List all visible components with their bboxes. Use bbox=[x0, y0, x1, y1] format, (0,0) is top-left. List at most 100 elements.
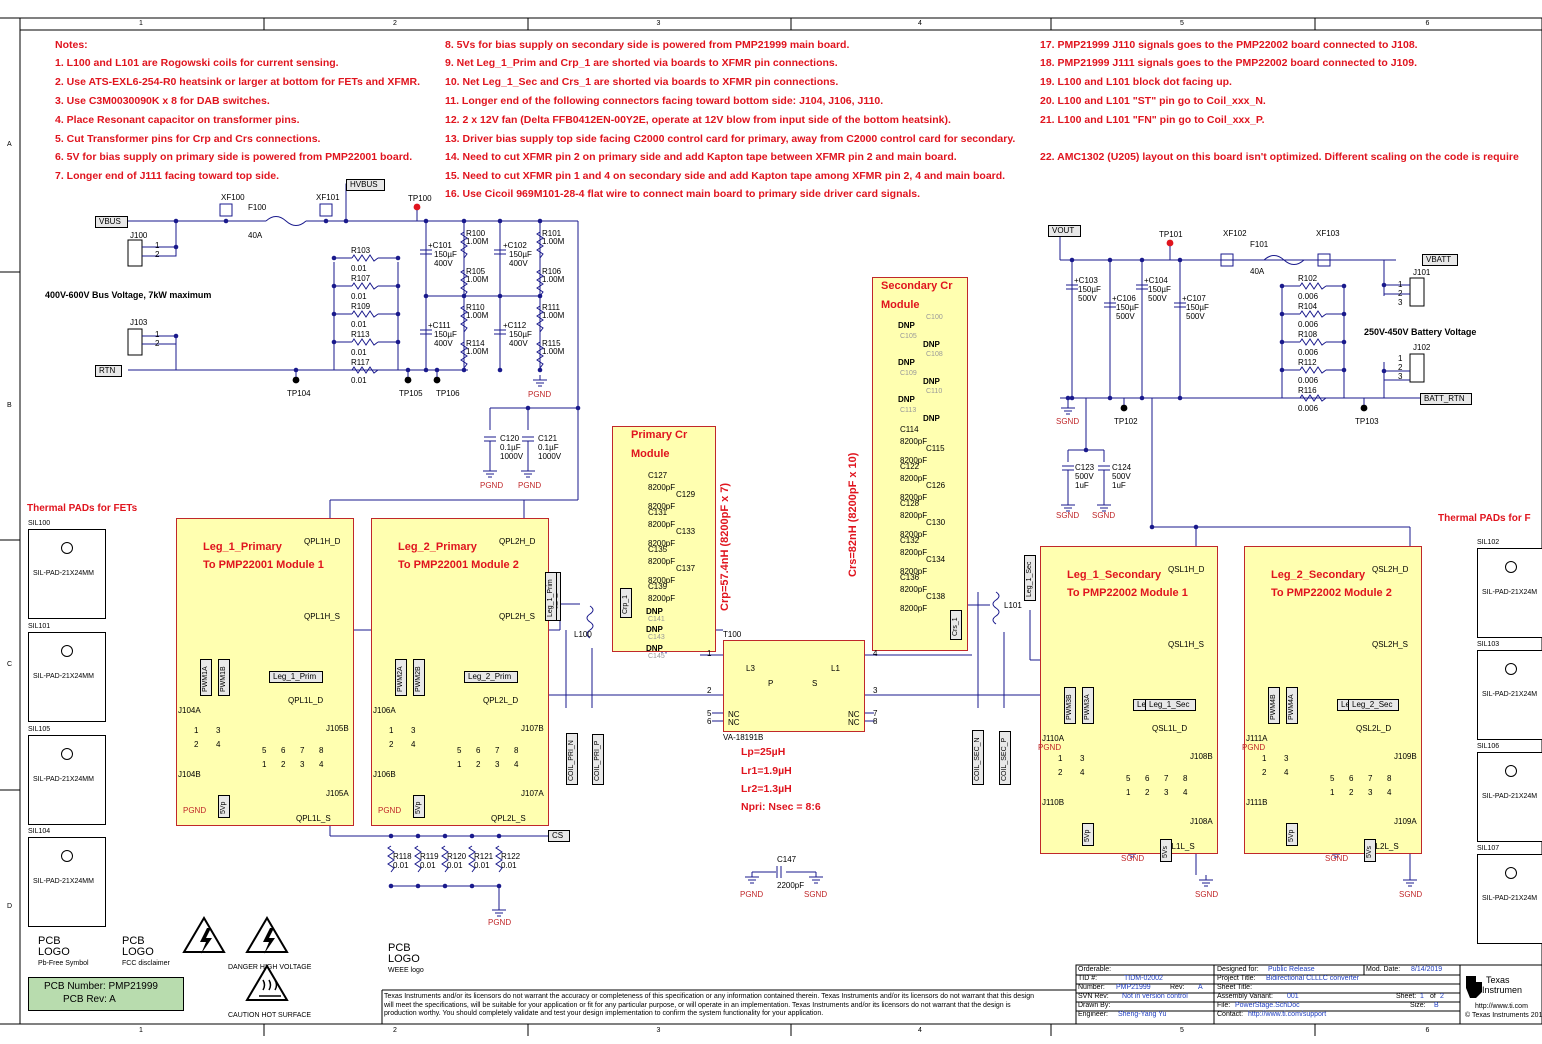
t100-p: P bbox=[768, 679, 774, 688]
xf103-ref: XF103 bbox=[1316, 229, 1340, 238]
pin-number: 5 bbox=[1126, 774, 1131, 783]
junction-dot bbox=[1177, 395, 1183, 401]
leg-subtitle: To PMP22002 Module 1 bbox=[1067, 587, 1188, 599]
shunt-val: 0.01 bbox=[351, 264, 367, 273]
cap-ref: C132 bbox=[900, 536, 920, 545]
c124-v: 500V bbox=[1112, 472, 1131, 481]
crs-1-flag: Crs_1 bbox=[950, 610, 962, 640]
pin-number: 5 bbox=[457, 746, 462, 755]
crp-1-flag: Crp_1 bbox=[620, 587, 632, 618]
cs-res-ref: R120 bbox=[447, 852, 467, 861]
bleed-val: 1.00M bbox=[466, 311, 489, 320]
net-vbatt: VBATT bbox=[1422, 254, 1459, 266]
pin: 3 bbox=[1398, 372, 1403, 381]
note-22: 22. AMC1302 (U205) layout on this board … bbox=[1040, 151, 1519, 163]
shunt-val: 0.006 bbox=[1298, 292, 1319, 301]
thermal-pad-ref: SIL105 bbox=[28, 726, 51, 733]
note-9: 9. Net Leg_1_Prim and Crp_1 are shorted … bbox=[445, 57, 838, 69]
cap-v: 400V bbox=[434, 339, 453, 348]
junction-dot bbox=[223, 218, 229, 224]
cap-val: 150µF bbox=[1186, 303, 1209, 312]
junction-dot bbox=[1279, 367, 1285, 373]
xf100 bbox=[219, 203, 233, 217]
tb-size-val: B bbox=[1434, 1002, 1439, 1009]
note-14: 14. Need to cut XFMR pin 2 on primary si… bbox=[445, 151, 957, 163]
j102-ref: J102 bbox=[1413, 343, 1431, 352]
t100-nc3: NC bbox=[848, 710, 860, 719]
junction-dot bbox=[331, 255, 337, 261]
cap-ref: C135 bbox=[648, 545, 668, 554]
pcb-number-box bbox=[28, 977, 184, 1011]
leg-h-pin: QSL1H_D bbox=[1168, 565, 1205, 574]
cap-val: 150µF bbox=[1078, 285, 1101, 294]
thermal-pad-part: SIL-PAD-21X24M bbox=[1482, 691, 1538, 698]
pin-number: 7 bbox=[1368, 774, 1373, 783]
junction-dot bbox=[423, 218, 429, 224]
pin-number: 6 bbox=[281, 746, 286, 755]
junction-dot bbox=[575, 405, 581, 411]
tb-orderable: Orderable: bbox=[1078, 966, 1112, 973]
mount-hole-icon bbox=[1504, 867, 1517, 879]
tb-designed-for-val: Public Release bbox=[1268, 966, 1315, 973]
tb-contact: Contact: bbox=[1217, 1011, 1244, 1018]
c120-val: 0.1µF bbox=[500, 443, 521, 452]
note-4: 4. Place Resonant capacitor on transform… bbox=[55, 114, 300, 126]
note-7: 7. Longer end of J111 facing toward top … bbox=[55, 170, 280, 182]
thermal-pad: SIL-PAD-21X24MM bbox=[28, 837, 106, 927]
bleed-val: 1.00M bbox=[542, 275, 565, 284]
fuse-f100 bbox=[265, 216, 307, 226]
bleed-val: 1.00M bbox=[466, 237, 489, 246]
xf101 bbox=[319, 203, 333, 217]
cap-ref: C122 bbox=[900, 462, 920, 471]
bleed-resistor bbox=[460, 231, 468, 259]
cap-val: 8200pF bbox=[900, 492, 928, 502]
cap-v: 500V bbox=[1116, 312, 1135, 321]
cap-ref: +C104 bbox=[1144, 276, 1168, 285]
j101-connector bbox=[1409, 277, 1425, 307]
connector-ref: J104B bbox=[178, 770, 201, 779]
tb-copyright: © Texas Instruments 201 bbox=[1465, 1012, 1542, 1019]
column-marker-bottom-2: 2 bbox=[393, 1027, 397, 1034]
junction-dot bbox=[405, 367, 411, 373]
tb-drawn: Drawn By: bbox=[1078, 1002, 1111, 1009]
junction-dot bbox=[1341, 311, 1347, 317]
connector-ref: J109B bbox=[1394, 752, 1417, 761]
sgnd-label: SGND bbox=[1325, 854, 1349, 863]
pin-number: 2 bbox=[476, 760, 481, 769]
cap-ref: C115 bbox=[926, 443, 945, 453]
tp101 bbox=[1166, 239, 1174, 247]
pin-number: 7 bbox=[1164, 774, 1169, 783]
connector-ref: J106B bbox=[373, 770, 396, 779]
dnp-label: DNP bbox=[923, 376, 940, 386]
net-rtn: RTN bbox=[95, 365, 123, 377]
pin-number: 1 bbox=[457, 760, 462, 769]
junction-dot bbox=[343, 218, 349, 224]
cap-val: 150µF bbox=[434, 250, 457, 259]
coil-l101 bbox=[992, 591, 1000, 625]
shunt-resistor bbox=[351, 282, 379, 290]
disclaimer: Texas Instruments and/or its licensors d… bbox=[384, 993, 1035, 1017]
thermal-pad-ref: SIL100 bbox=[28, 520, 51, 527]
pin-number: 6 bbox=[476, 746, 481, 755]
tb-of: of bbox=[1430, 993, 1436, 1000]
junction-dot bbox=[537, 367, 543, 373]
j102-connector bbox=[1409, 353, 1425, 383]
thermal-pad-ref: SIL101 bbox=[28, 623, 51, 630]
shunt-val: 0.01 bbox=[351, 376, 367, 385]
dnp-label: DNP bbox=[646, 606, 663, 616]
junction-dot bbox=[331, 283, 337, 289]
pin-number: 8 bbox=[319, 746, 324, 755]
column-marker-bottom-5: 5 bbox=[1180, 1027, 1184, 1034]
leg-subtitle: To PMP22001 Module 1 bbox=[203, 559, 324, 571]
tb-designed-for: Designed for: bbox=[1217, 966, 1259, 973]
mount-hole-icon bbox=[61, 748, 73, 760]
pin-number: 6 bbox=[1349, 774, 1354, 783]
sgnd-label: SGND bbox=[1056, 511, 1080, 520]
cap-ref: C138 bbox=[926, 591, 946, 601]
dnp-label: DNP bbox=[923, 339, 940, 349]
pgnd-label: PGND bbox=[518, 481, 542, 490]
coil-sec-p-flag: COIL_SEC_P bbox=[999, 730, 1011, 785]
t-pin: 8 bbox=[873, 717, 878, 726]
note-20: 20. L100 and L101 "ST" pin go to Coil_xx… bbox=[1040, 95, 1266, 107]
net-cs: CS bbox=[548, 830, 571, 842]
